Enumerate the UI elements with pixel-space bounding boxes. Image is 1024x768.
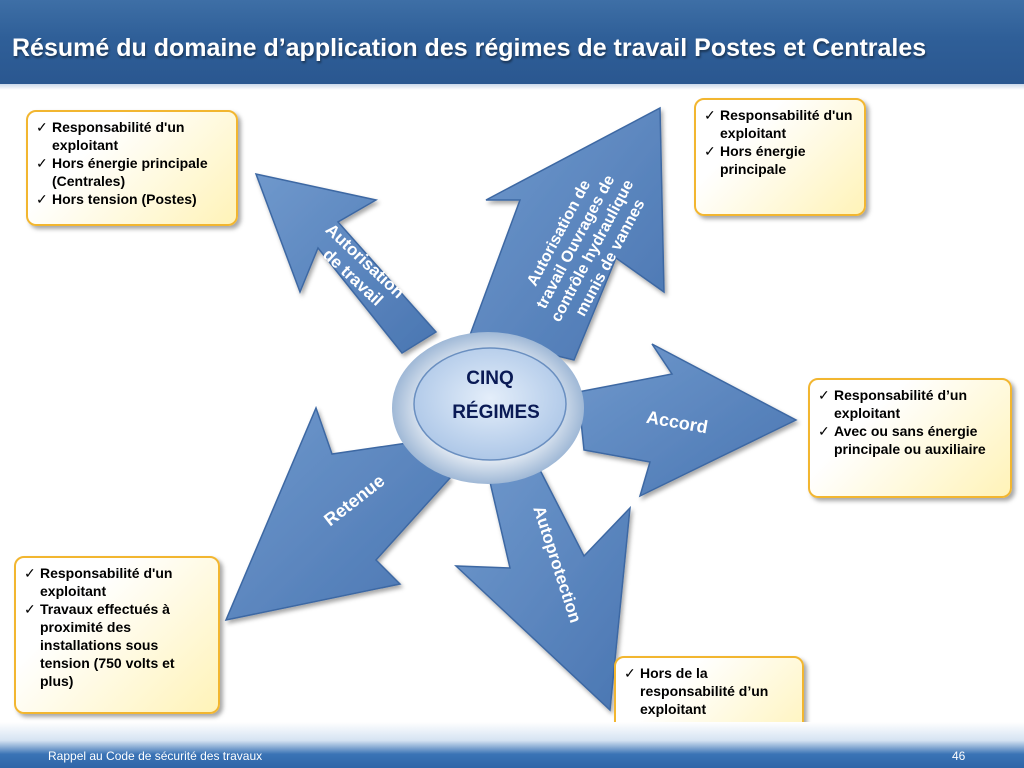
- info-box-top-left: Responsabilité d'un exploitant Hors éner…: [26, 110, 238, 226]
- bullet-item: Responsabilité d'un exploitant: [704, 106, 856, 142]
- bullet-item: Avec ou sans énergie principale ou auxil…: [818, 422, 1002, 458]
- bullet-item: Hors énergie principale: [704, 142, 856, 178]
- bullet-item: Travaux effectués à proximité des instal…: [24, 600, 210, 690]
- center-line-2: RÉGIMES: [452, 402, 540, 423]
- bullet-item: Hors énergie principale (Centrales): [36, 154, 228, 190]
- footer-text: Rappel au Code de sécurité des travaux: [48, 749, 263, 763]
- arrow-autorisation-travail: [254, 172, 438, 354]
- arrow-autorisation-ouvrages: [469, 106, 665, 361]
- page-number: 46: [952, 749, 966, 763]
- arrow-accord: [577, 343, 798, 498]
- bullet-item: Responsabilité d’un exploitant: [818, 386, 1002, 422]
- page-title: Résumé du domaine d’application des régi…: [12, 34, 927, 62]
- info-box-bottom-left: Responsabilité d'un exploitant Travaux e…: [14, 556, 220, 714]
- info-box-top-right: Responsabilité d'un exploitant Hors éner…: [694, 98, 866, 216]
- bullet-item: Responsabilité d'un exploitant: [36, 118, 228, 154]
- title-bar: [0, 0, 1024, 84]
- bullet-item: Hors tension (Postes): [36, 190, 228, 208]
- info-box-right: Responsabilité d’un exploitant Avec ou s…: [808, 378, 1012, 498]
- footer-bar: [0, 722, 1024, 768]
- bullet-item: Hors de la responsabilité d’un exploitan…: [624, 664, 794, 718]
- center-ellipse: [413, 347, 567, 461]
- center-line-1: CINQ: [466, 368, 514, 389]
- title-divider: [0, 84, 1024, 90]
- arrow-autoprotection: [454, 469, 631, 712]
- bullet-item: Responsabilité d'un exploitant: [24, 564, 210, 600]
- arrow-retenue: [224, 405, 452, 622]
